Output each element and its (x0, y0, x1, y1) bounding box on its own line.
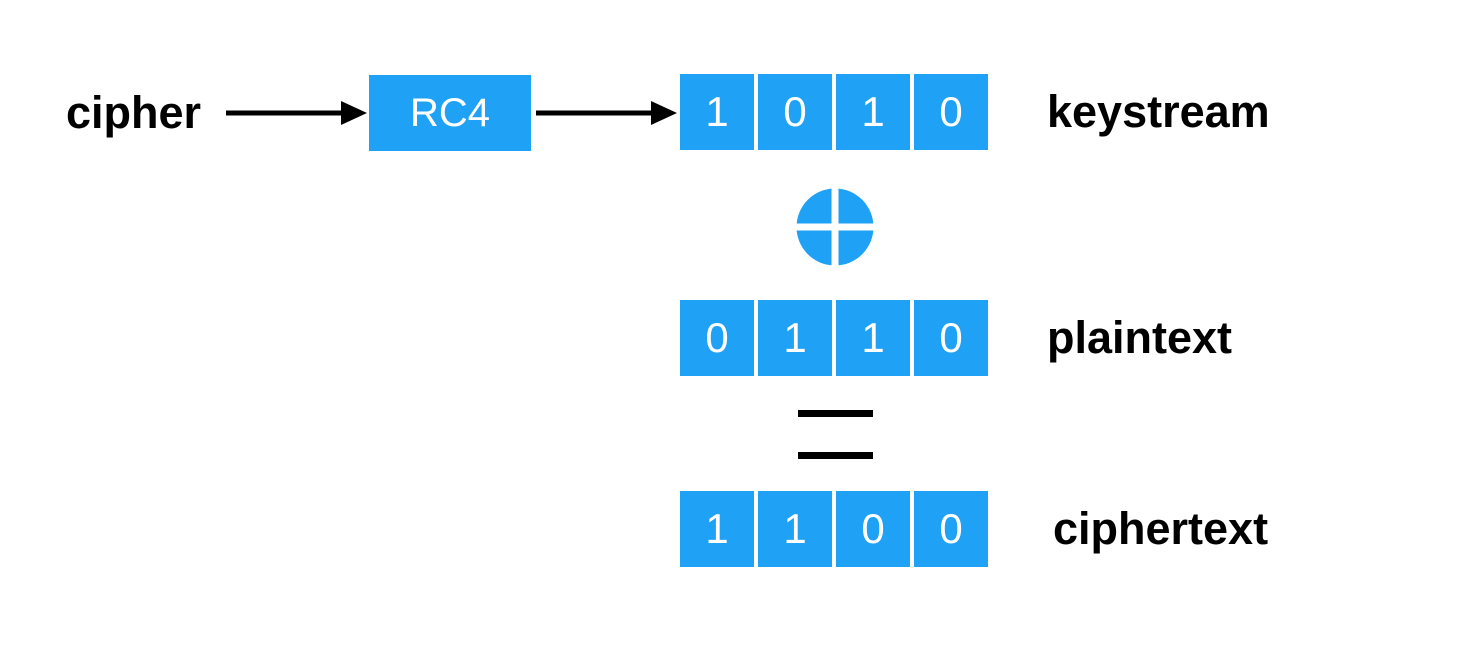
bit-cell: 0 (680, 300, 754, 376)
equals-bar-top (798, 410, 873, 417)
bit-cell: 0 (758, 74, 832, 150)
arrow-rc4-to-keystream (536, 101, 677, 125)
ciphertext-row: 1 1 0 0 (680, 491, 988, 567)
equals-icon (798, 410, 873, 460)
plaintext-label: plaintext (1047, 312, 1233, 363)
bit-cell: 1 (836, 300, 910, 376)
keystream-label: keystream (1047, 86, 1270, 137)
bit-cell: 0 (914, 74, 988, 150)
rc4-box: RC4 (369, 75, 531, 151)
bit-cell: 1 (758, 300, 832, 376)
bit-cell: 1 (758, 491, 832, 567)
ciphertext-label: ciphertext (1053, 503, 1269, 554)
bit-cell: 0 (836, 491, 910, 567)
bit-cell: 0 (914, 300, 988, 376)
bit-cell: 1 (836, 74, 910, 150)
xor-icon (788, 184, 876, 270)
bit-cell: 1 (680, 74, 754, 150)
cipher-label: cipher (66, 87, 202, 138)
bit-cell: 1 (680, 491, 754, 567)
keystream-row: 1 0 1 0 (680, 74, 988, 150)
plaintext-row: 0 1 1 0 (680, 300, 988, 376)
equals-bar-bottom (798, 452, 873, 459)
bit-cell: 0 (914, 491, 988, 567)
arrow-cipher-to-rc4 (226, 101, 367, 125)
